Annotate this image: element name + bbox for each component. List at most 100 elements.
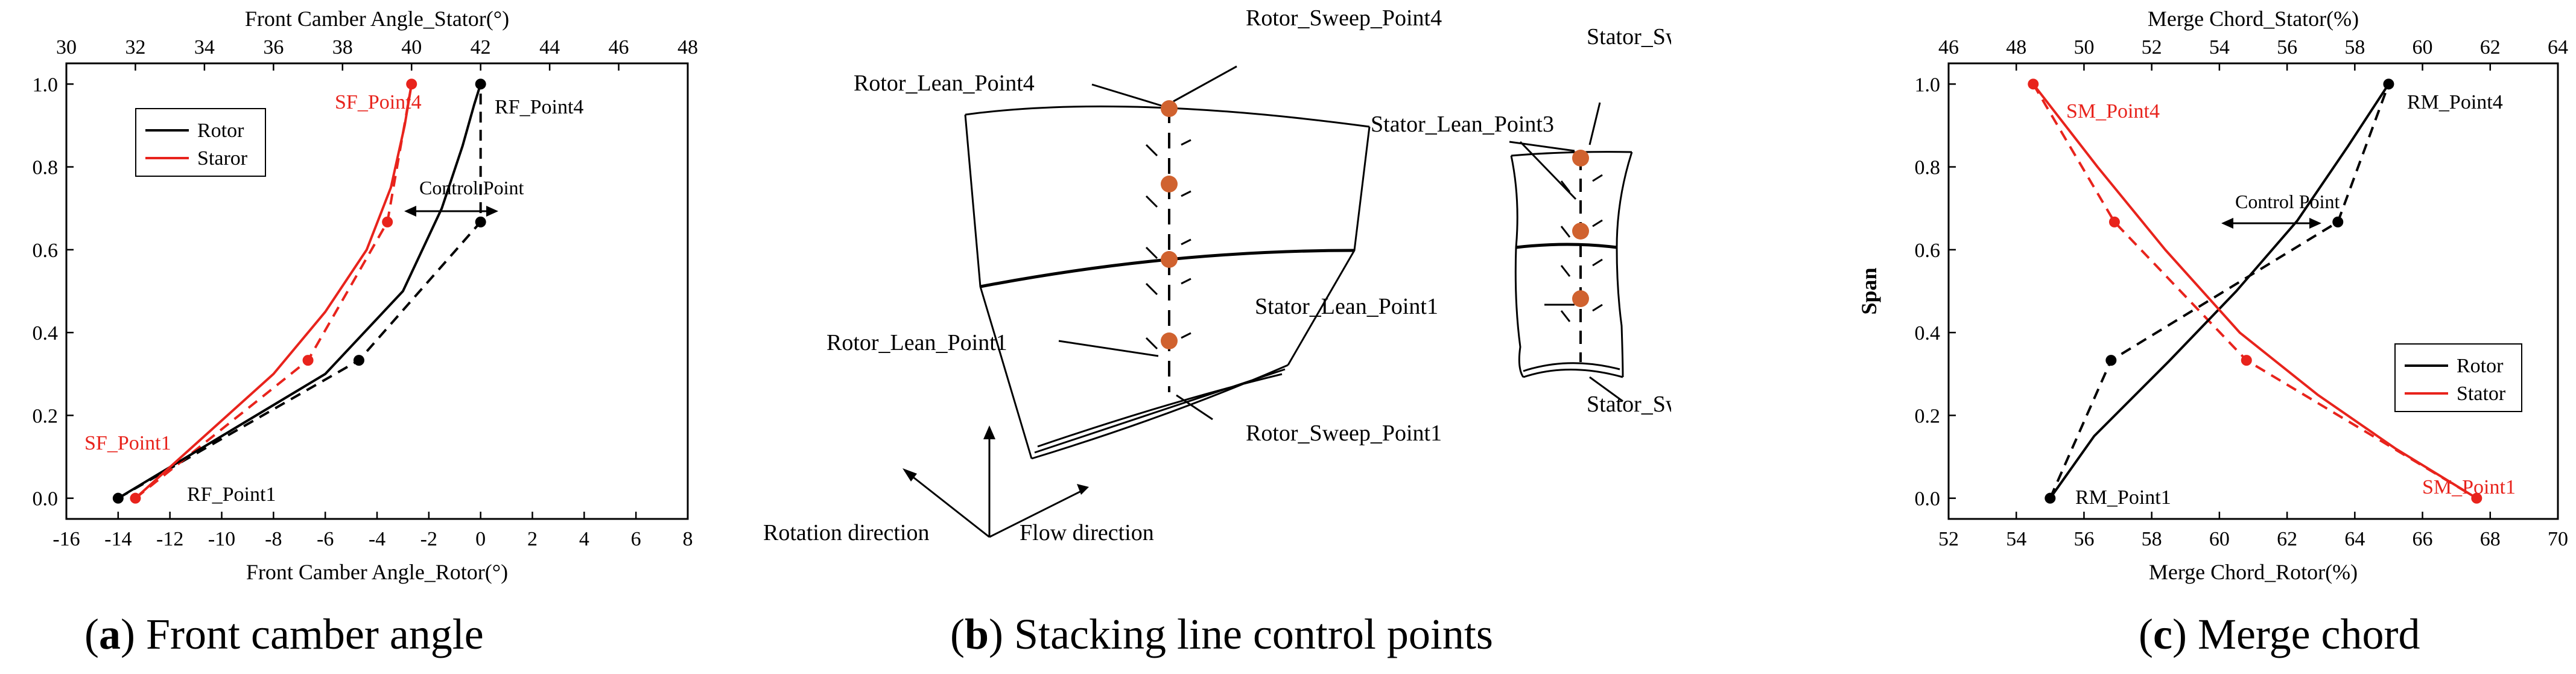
stator-lean-point1-marker (1572, 290, 1589, 307)
y-tick-label: 0.2 (1915, 405, 1941, 427)
series-line-staror (135, 83, 413, 500)
x-tick-label: 2 (527, 528, 538, 550)
legend-label: Rotor (197, 119, 244, 142)
y-tick-label: 0.6 (1915, 240, 1941, 262)
rotor-sweep-point4-label: Rotor_Sweep_Point4 (1246, 5, 1442, 31)
rotor-blade-right-edge (1287, 126, 1371, 366)
x-tick-label: 66 (2413, 528, 2433, 550)
series-line-stator (2032, 83, 2478, 500)
x-tick-label: 60 (2209, 528, 2230, 550)
x2-tick-label: 40 (401, 36, 422, 59)
y-tick-label: 0.4 (33, 322, 59, 345)
x2-tick-label: 58 (2344, 36, 2365, 59)
control-point-marker (302, 355, 314, 366)
x-tick-label: -4 (369, 528, 385, 550)
stacking-line-diagram: Rotor_Lean_Point4 Rotor_Sweep_Point4 Rot… (763, 5, 1671, 545)
series-line-rotor (117, 83, 482, 500)
stator-sweep-point3-label: Stator_Sweep_Point3 (1587, 24, 1671, 49)
rotor-blade-hub (1031, 364, 1289, 460)
x-tick-label: 62 (2277, 528, 2297, 550)
x2-tick-label: 54 (2209, 36, 2230, 59)
stator-blade-hub (1523, 362, 1623, 378)
annotation-sf-point4: SF_Point4 (335, 91, 422, 113)
x-tick-label: -12 (156, 528, 183, 550)
control-polygon-0 (117, 84, 482, 500)
stator-lean-point1-label: Stator_Lean_Point1 (1255, 294, 1438, 319)
rotor-blade-left-edge (964, 114, 1033, 459)
x-tick-label: 68 (2480, 528, 2501, 550)
stator-blade-left-edge (1510, 155, 1524, 378)
x2-tick-label: 44 (539, 36, 560, 59)
stator-point2-marker (1572, 223, 1589, 240)
rotor-sweep-point1-label: Rotor_Sweep_Point1 (1246, 421, 1442, 446)
caption-c: (c) Merge chord (2139, 610, 2420, 658)
legend-label: Staror (197, 147, 248, 170)
x-tick-label: 58 (2142, 528, 2162, 550)
x-tick-label: 0 (475, 528, 486, 550)
x2-tick-label: 60 (2413, 36, 2433, 59)
y-axis-title: Span (1858, 267, 1881, 314)
arrow-right-icon (486, 206, 498, 217)
y-tick-label: 0.0 (1915, 488, 1941, 510)
stator-blade-mid-section (1515, 243, 1617, 249)
x-tick-label: -10 (208, 528, 235, 550)
x2-tick-label: 52 (2142, 36, 2162, 59)
legend-label: Stator (2457, 383, 2506, 405)
x2-tick-label: 36 (263, 36, 284, 59)
x-tick-label: 6 (631, 528, 641, 550)
rotation-direction-label: Rotation direction (763, 520, 929, 545)
x2-tick-label: 32 (125, 36, 145, 59)
x-tick-label: 4 (579, 528, 589, 550)
control-point-marker (2332, 216, 2344, 227)
x-tick-label: -14 (104, 528, 132, 550)
y-tick-label: 0.8 (33, 157, 59, 179)
control-polygon-0 (2049, 83, 2390, 499)
x2-tick-label: 64 (2548, 36, 2568, 59)
caption-b: (b) Stacking line control points (950, 610, 1493, 658)
x-tick-label: -16 (52, 528, 80, 550)
x2-tick-label: 38 (332, 36, 353, 59)
x-tick-label: -8 (265, 528, 282, 550)
plot-frame (1947, 62, 2559, 520)
y-tick-label: 0.0 (33, 488, 59, 510)
x-tick-label: 56 (2073, 528, 2094, 550)
y-tick-label: 0.2 (33, 405, 59, 427)
y-tick-label: 0.4 (1915, 322, 1941, 345)
annotation-sf-point1: SF_Point1 (84, 432, 171, 454)
stator-blade-top-edge (1511, 151, 1632, 157)
rotation-axis (904, 469, 990, 538)
rotor-lean-point1-marker (1161, 332, 1178, 349)
stator-blade-right-edge (1616, 151, 1633, 378)
annotation-control-point: Control Point (2235, 191, 2340, 212)
rotor-point3-marker (1161, 176, 1178, 192)
control-point-marker (382, 216, 393, 227)
rotation-axis-arrow-icon (903, 468, 917, 482)
x2-tick-label: 30 (56, 36, 77, 59)
flow-direction-label: Flow direction (1020, 520, 1154, 545)
annotation-rf-point4: RF_Point4 (495, 96, 583, 118)
legend-label: Rotor (2457, 355, 2504, 377)
stator-lean-point3-marker (1572, 150, 1589, 167)
rotor-blade-top-edge (965, 105, 1370, 128)
x-axis-title: Merge Chord_Rotor(%) (2149, 560, 2358, 584)
x2-axis-title: Front Camber Angle_Stator(°) (245, 7, 509, 31)
control-point-marker (2105, 355, 2117, 366)
x-tick-label: 70 (2548, 528, 2568, 550)
control-points (1161, 100, 1589, 349)
arrow-right-icon (2309, 218, 2321, 229)
annotation-rm-point1: RM_Point1 (2075, 486, 2171, 509)
control-polygon-1 (135, 83, 413, 500)
x2-tick-label: 50 (2073, 36, 2094, 59)
x2-tick-label: 56 (2277, 36, 2297, 59)
x2-tick-label: 46 (1938, 36, 1959, 59)
annotation-control-point: Control Point (419, 177, 524, 199)
x-tick-label: -2 (420, 528, 437, 550)
x-tick-label: 52 (1938, 528, 1959, 550)
x2-tick-label: 48 (677, 36, 698, 59)
x-tick-label: 64 (2344, 528, 2365, 550)
control-point-marker (353, 355, 364, 366)
control-point-marker (2108, 216, 2120, 227)
annotation-sm-point4: SM_Point4 (2066, 100, 2160, 122)
